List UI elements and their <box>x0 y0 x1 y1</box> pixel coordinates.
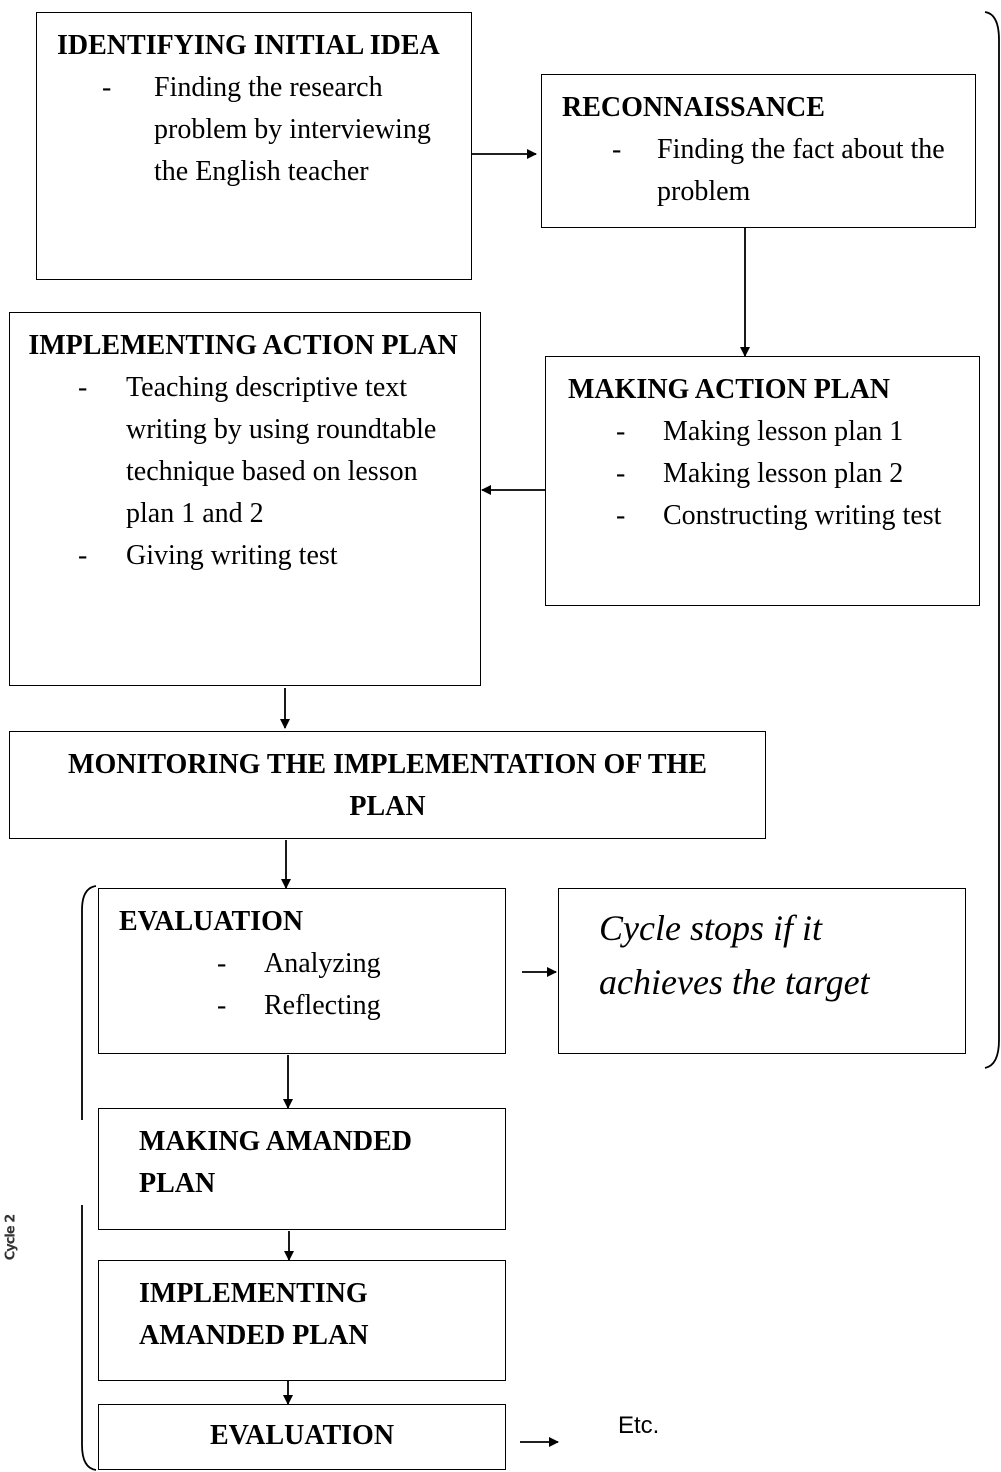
list-item: - Reflecting <box>119 985 495 1027</box>
making-action-plan-box: MAKING ACTION PLAN - Making lesson plan … <box>545 356 980 606</box>
reconnaissance-box: RECONNAISSANCE - Finding the fact about … <box>541 74 976 228</box>
making-action-title: MAKING ACTION PLAN <box>568 374 891 405</box>
evaluation-item-2: Reflecting <box>264 990 381 1021</box>
monitoring-box: MONITORING THE IMPLEMENTATION OF THE PLA… <box>9 731 766 839</box>
list-item: - Teaching descriptive text writing by u… <box>28 367 458 535</box>
bullet-dash: - <box>616 458 626 489</box>
evaluation-items: - Analyzing - Reflecting <box>119 943 495 1027</box>
list-item: - Constructing writing test <box>568 495 969 537</box>
list-item: - Finding the research problem by interv… <box>57 67 451 193</box>
making-action-item-2: Making lesson plan 2 <box>663 458 904 489</box>
implementing-action-item-2: Giving writing test <box>126 540 338 571</box>
reconnaissance-title: RECONNAISSANCE <box>562 92 825 123</box>
cycle-stops-box: Cycle stops if it achieves the target <box>558 888 966 1054</box>
left-bracket-cycle2-upper <box>81 885 97 1120</box>
implementing-action-plan-box: IMPLEMENTING ACTION PLAN - Teaching desc… <box>9 312 481 686</box>
cycle-2-side-label: Cycle 2 <box>3 1214 19 1261</box>
bullet-dash: - <box>102 72 112 103</box>
list-item: - Making lesson plan 1 <box>568 411 969 453</box>
monitoring-title: MONITORING THE IMPLEMENTATION OF THE PLA… <box>68 749 707 822</box>
making-amanded-plan-box: MAKING AMANDED PLAN <box>98 1108 506 1230</box>
implementing-amanded-plan-box: IMPLEMENTING AMANDED PLAN <box>98 1260 506 1381</box>
cycle-stops-text: Cycle stops if it achieves the target <box>599 908 870 1002</box>
right-brace <box>984 11 1000 1069</box>
making-action-items: - Making lesson plan 1 - Making lesson p… <box>568 411 969 537</box>
evaluation2-box: EVALUATION <box>98 1404 506 1470</box>
implementing-amanded-title: IMPLEMENTING AMANDED PLAN <box>139 1278 369 1351</box>
evaluation-item-1: Analyzing <box>264 948 381 979</box>
implementing-action-title: IMPLEMENTING ACTION PLAN <box>28 330 458 361</box>
implementing-action-items: - Teaching descriptive text writing by u… <box>28 367 458 577</box>
etc-label: Etc. <box>618 1412 660 1439</box>
bullet-dash: - <box>217 990 227 1021</box>
identifying-initial-idea-box: IDENTIFYING INITIAL IDEA - Finding the r… <box>36 12 472 280</box>
identifying-items: - Finding the research problem by interv… <box>57 67 451 193</box>
identifying-item-1: Finding the research problem by intervie… <box>154 72 431 187</box>
list-item: - Giving writing test <box>28 535 458 577</box>
list-item: - Making lesson plan 2 <box>568 453 969 495</box>
evaluation-box: EVALUATION - Analyzing - Reflecting <box>98 888 506 1054</box>
reconnaissance-items: - Finding the fact about the problem <box>562 129 957 213</box>
bullet-dash: - <box>616 500 626 531</box>
bullet-dash: - <box>78 540 88 571</box>
bullet-dash: - <box>612 134 622 165</box>
making-action-item-1: Making lesson plan 1 <box>663 416 904 447</box>
evaluation-title: EVALUATION <box>119 906 304 937</box>
evaluation2-title: EVALUATION <box>209 1420 395 1451</box>
identifying-title: IDENTIFYING INITIAL IDEA <box>57 30 440 61</box>
making-amanded-title: MAKING AMANDED PLAN <box>139 1126 412 1199</box>
implementing-action-item-1: Teaching descriptive text writing by usi… <box>126 372 437 529</box>
making-action-item-3: Constructing writing test <box>663 500 942 531</box>
left-bracket-cycle2-lower <box>81 1205 97 1471</box>
list-item: - Finding the fact about the problem <box>562 129 957 213</box>
bullet-dash: - <box>78 372 88 403</box>
bullet-dash: - <box>217 948 227 979</box>
list-item: - Analyzing <box>119 943 495 985</box>
bullet-dash: - <box>616 416 626 447</box>
reconnaissance-item-1: Finding the fact about the problem <box>657 134 945 207</box>
